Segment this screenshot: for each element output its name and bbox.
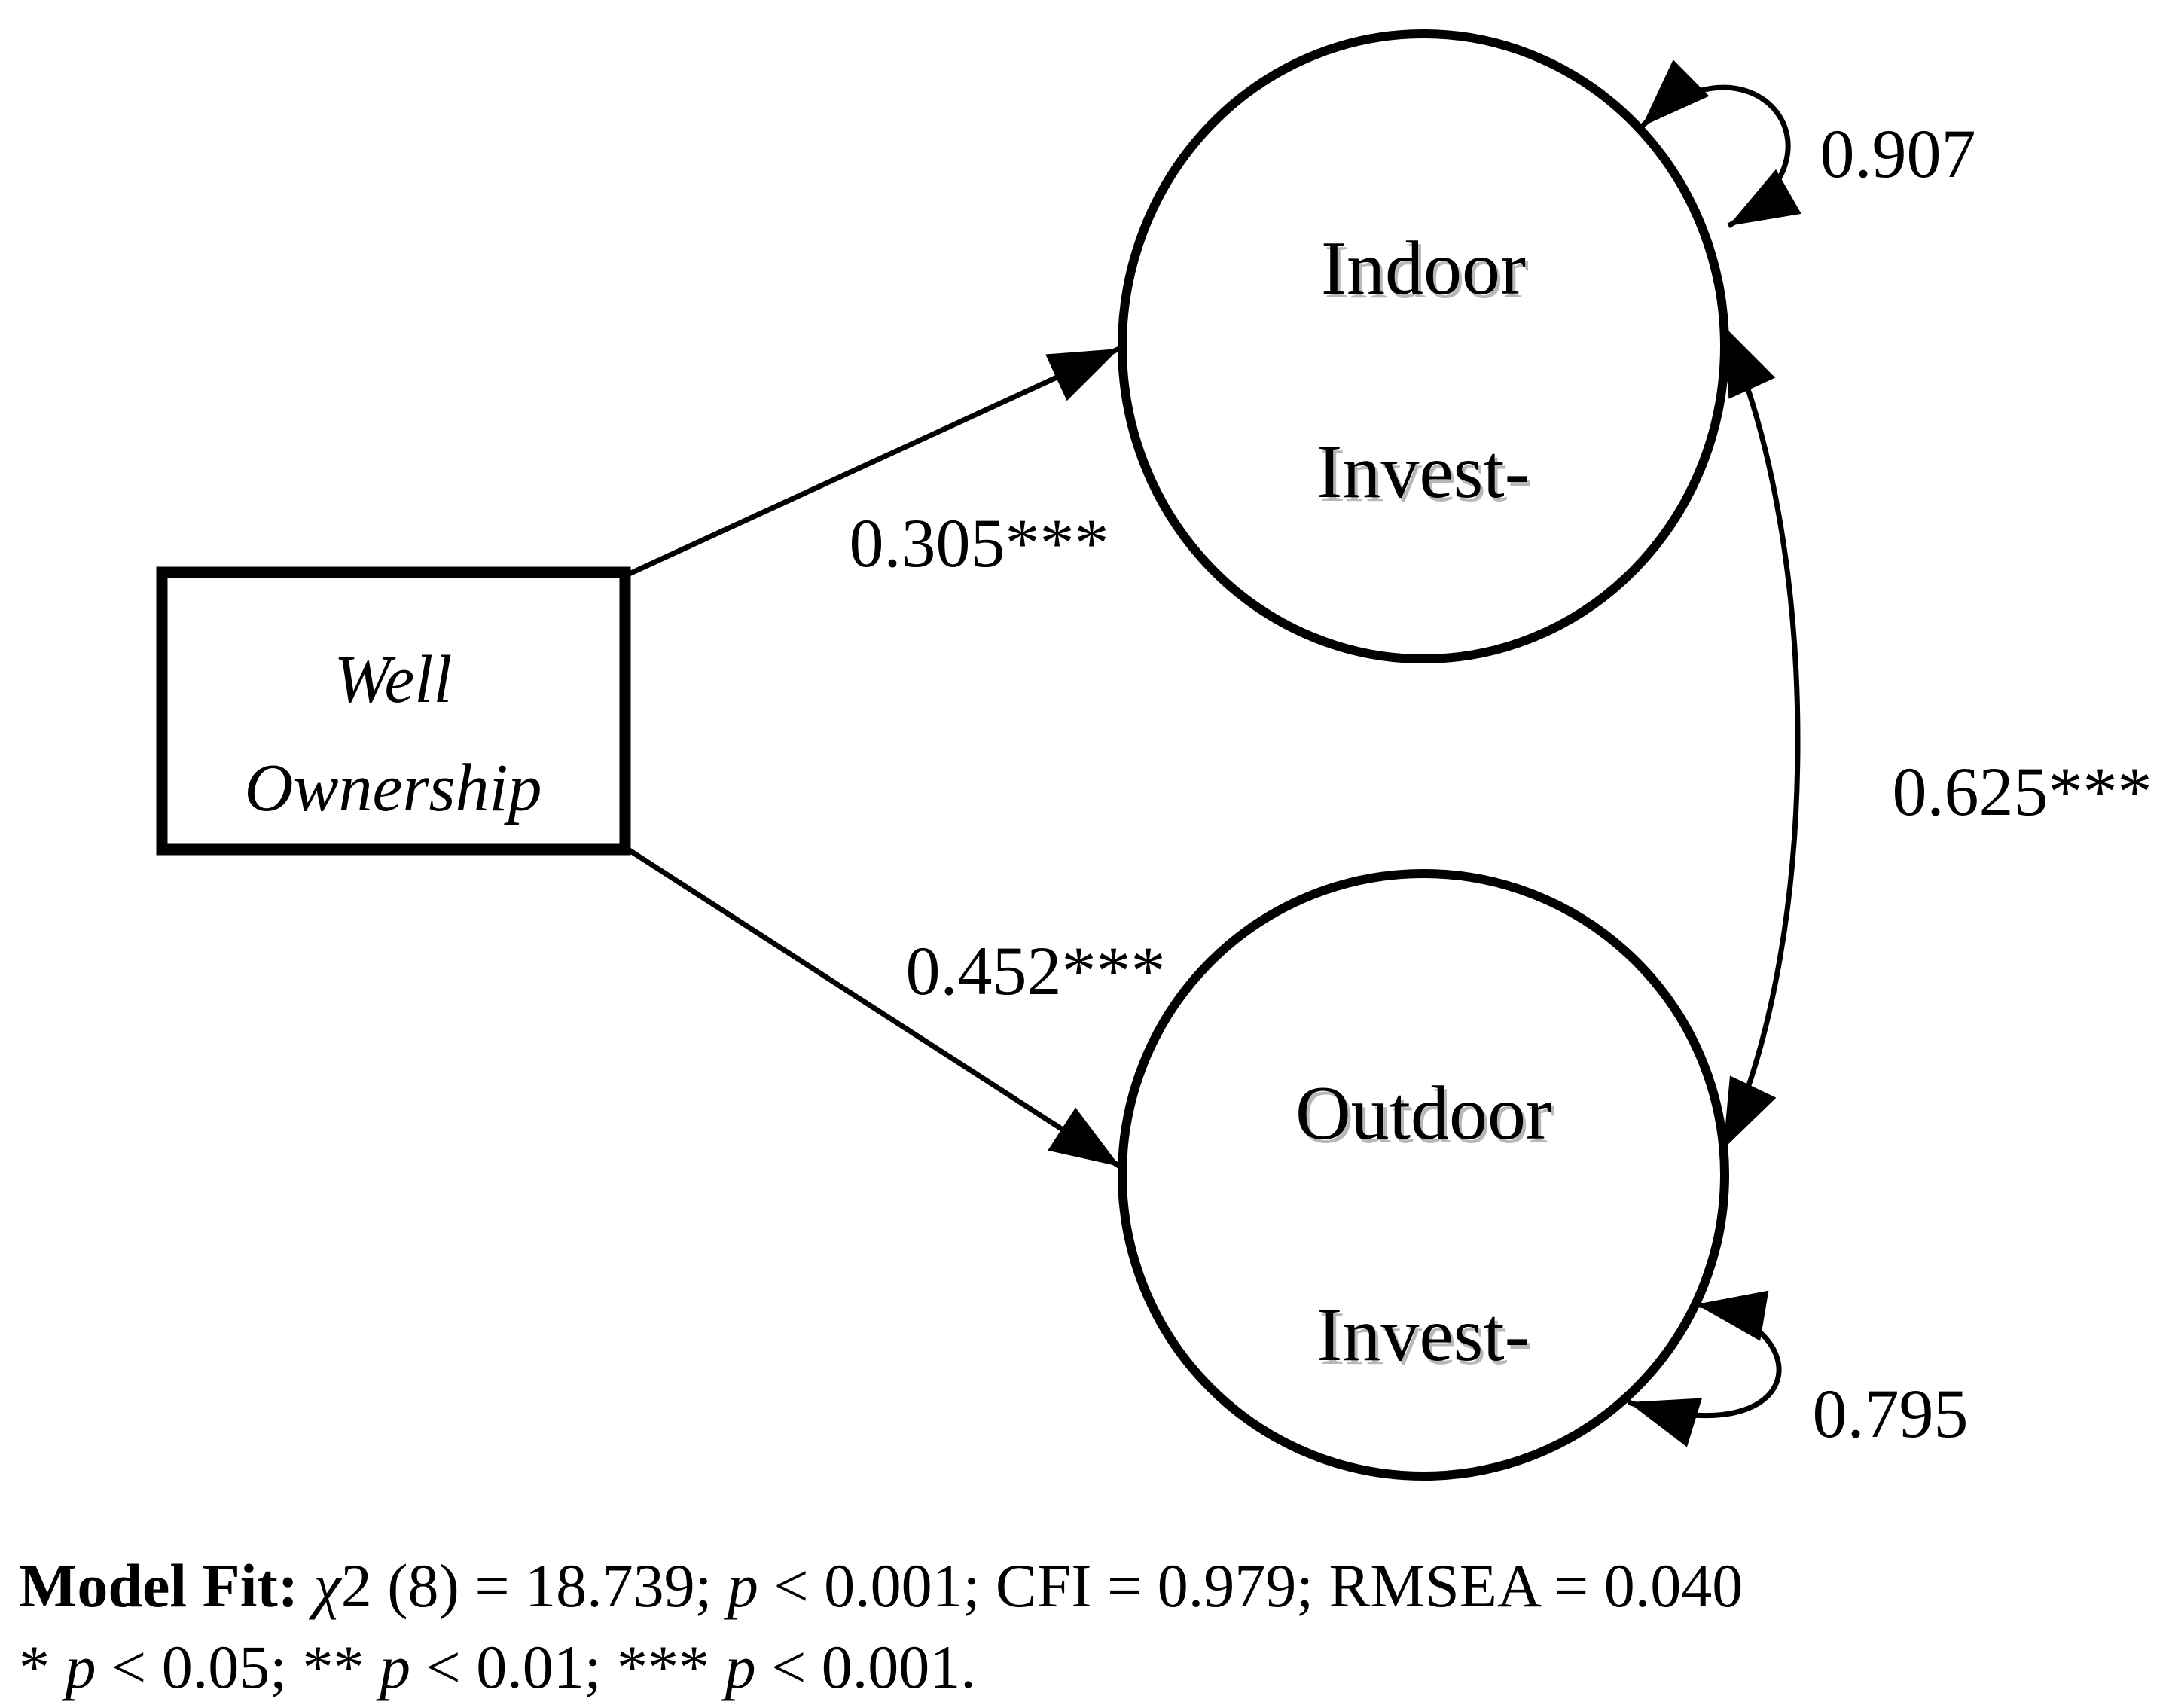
chi-symbol: χ [313, 1551, 341, 1620]
outdoor-investment-circle [1118, 869, 1729, 1481]
outdoor-label-line2: Invest- [1316, 1292, 1530, 1377]
covariance-arrow-indoor-outdoor [1720, 324, 1801, 1151]
variance-loop-outdoor [1627, 1290, 1782, 1447]
indoor-investment-circle [1118, 29, 1729, 663]
outdoor-label-line1: Outdoor [1295, 1071, 1551, 1156]
path-arrow-well-to-outdoor [624, 846, 1121, 1169]
well-ownership-box [156, 566, 631, 856]
variance-value-indoor: 0.907 [1820, 115, 1976, 192]
model-fit-label: Model Fit: [19, 1551, 314, 1620]
coefficient-well-indoor: 0.305*** [850, 505, 1109, 581]
indoor-label-line2: Invest- [1316, 429, 1530, 514]
model-fit-notes: Model Fit: χ2 (8) = 18.739; p < 0.001; C… [19, 1545, 1743, 1708]
well-ownership-label-line1: Well [334, 642, 453, 717]
model-fit-line: Model Fit: χ2 (8) = 18.739; p < 0.001; C… [19, 1551, 1743, 1620]
coefficient-well-outdoor: 0.452*** [906, 932, 1166, 1009]
variance-loop-indoor [1640, 59, 1801, 229]
significance-legend-line: * p < 0.05; ** p < 0.01; *** p < 0.001. [19, 1633, 976, 1701]
indoor-label-line1: Indoor [1321, 226, 1526, 311]
coefficient-covariance: 0.625*** [1893, 753, 2152, 830]
path-arrow-well-to-indoor [624, 346, 1121, 578]
well-ownership-label-line2: Ownership [244, 751, 541, 825]
variance-value-outdoor: 0.795 [1813, 1375, 1969, 1452]
